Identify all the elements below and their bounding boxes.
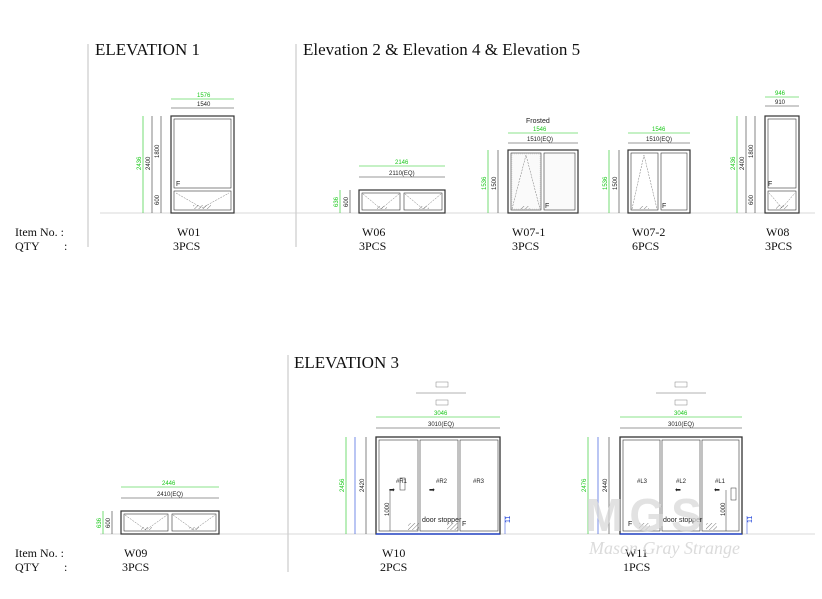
window-w10: 3046 3010(EQ) 2456 2420 #R1 #R2 #R3 ➡ ➡ … <box>340 381 512 574</box>
item-number: W10 <box>382 546 405 560</box>
fixed-mark: F <box>662 203 666 210</box>
dim-width-inner: 2110(EQ) <box>389 171 415 177</box>
dim-height-outer: 2456 <box>340 478 346 492</box>
dim-width-outer: 946 <box>775 91 786 97</box>
qty-colon: : <box>64 560 67 574</box>
panel-tag: #R2 <box>436 479 448 485</box>
window-w01: 1576 1540 2436 2400 1800 600 F W01 3PCS <box>137 93 235 253</box>
door-stopper-label: door stopper <box>663 517 703 524</box>
slide-arrow-icon: ⬅ <box>675 487 681 494</box>
heading-elevation-1: ELEVATION 1 <box>95 40 200 59</box>
dim-height-total: 2400 <box>740 156 746 170</box>
watermark-logo: MGS <box>585 489 708 541</box>
dim-height-outer: 1536 <box>482 176 488 190</box>
fixed-mark: F <box>545 203 549 210</box>
watermark-name: Mason Gray Strange <box>588 538 740 558</box>
item-number: W01 <box>177 225 200 239</box>
dim-height-top: 1800 <box>749 144 755 158</box>
dim-width-outer: 2146 <box>395 160 409 166</box>
dim-width-outer: 1546 <box>652 127 666 133</box>
window-w09: 2446 2410(EQ) 636 600 W09 3PCS <box>97 481 220 574</box>
item-number: W08 <box>766 225 789 239</box>
dim-height-inner: 2440 <box>603 478 609 492</box>
window-w11: 3046 3010(EQ) 2476 2440 #L3 #L2 #L1 ⬅ ⬅ … <box>582 381 754 574</box>
dim-height-inner: 600 <box>106 517 112 528</box>
item-qty: 3PCS <box>173 239 200 253</box>
dim-width-outer: 3046 <box>434 411 448 417</box>
dim-gap: 11 <box>747 516 754 523</box>
dim-height-inner: 1500 <box>492 176 498 190</box>
window-w06: 2146 2110(EQ) 636 600 W06 3PCS <box>334 160 446 253</box>
dim-width-inner: 910 <box>775 100 786 106</box>
qty-label: QTY <box>15 560 40 574</box>
dim-height-outer: 636 <box>97 517 103 528</box>
item-qty: 3PCS <box>359 239 386 253</box>
watermark: MGS Mason Gray Strange <box>585 489 740 558</box>
item-no-label: Item No. : <box>15 546 64 560</box>
window-w07-2: 1546 1510(EQ) 1536 1500 F W07-2 6PCS <box>603 127 691 253</box>
panel-tag: #R3 <box>473 479 485 485</box>
fixed-mark: F <box>768 181 772 188</box>
frosted-note: Frosted <box>526 118 550 125</box>
dim-height-outer: 636 <box>334 196 340 207</box>
item-number: W07-1 <box>512 225 545 239</box>
dim-width-inner: 1510(EQ) <box>527 137 553 143</box>
dim-height-top: 1800 <box>155 144 161 158</box>
dim-gap: 11 <box>505 516 512 523</box>
item-number: W07-2 <box>632 225 665 239</box>
slide-arrow-icon: ➡ <box>429 487 435 494</box>
dim-width-outer: 1546 <box>533 127 547 133</box>
panel-tag: #L3 <box>637 479 648 485</box>
item-qty: 3PCS <box>765 239 792 253</box>
dim-width-inner: 2410(EQ) <box>157 492 183 498</box>
dim-width-inner: 1540 <box>197 102 211 108</box>
item-no-label: Item No. : <box>15 225 64 239</box>
panel-tag: #L2 <box>676 479 687 485</box>
fixed-mark: F <box>462 521 466 528</box>
window-w08: 946 910 2436 2400 1800 600 F W08 3PCS <box>731 91 800 253</box>
panel-tag: #R1 <box>396 479 408 485</box>
qty-colon: : <box>64 239 67 253</box>
dim-handle-height: 1000 <box>385 502 391 516</box>
item-number: W11 <box>625 546 648 560</box>
item-qty: 3PCS <box>122 560 149 574</box>
fixed-mark: F <box>176 181 180 188</box>
dim-height-inner: 1500 <box>613 176 619 190</box>
dim-height-bottom: 600 <box>155 194 161 205</box>
heading-elevation-2-4-5: Elevation 2 & Elevation 4 & Elevation 5 <box>303 40 580 59</box>
item-qty: 3PCS <box>512 239 539 253</box>
fixed-mark: F <box>628 521 632 528</box>
dim-height-total: 2400 <box>146 156 152 170</box>
dim-height-inner: 600 <box>344 196 350 207</box>
slide-arrow-icon: ⬅ <box>714 487 720 494</box>
dim-width-outer: 2446 <box>162 481 176 487</box>
item-number: W06 <box>362 225 385 239</box>
dim-width-inner: 3010(EQ) <box>428 422 454 428</box>
item-qty: 6PCS <box>632 239 659 253</box>
qty-label: QTY <box>15 239 40 253</box>
heading-elevation-3: ELEVATION 3 <box>294 353 399 372</box>
door-stopper-label: door stopper <box>422 517 462 524</box>
dim-height-outer: 2436 <box>731 156 737 170</box>
dim-height-outer: 1536 <box>603 176 609 190</box>
dim-height-outer: 2476 <box>582 478 588 492</box>
item-qty: 1PCS <box>623 560 650 574</box>
dim-width-inner: 1510(EQ) <box>646 137 672 143</box>
window-w07-1: Frosted 1546 1510(EQ) 1536 1500 F W07-1 … <box>482 118 579 253</box>
slide-arrow-icon: ➡ <box>389 487 395 494</box>
dim-width-outer: 1576 <box>197 93 211 99</box>
dim-height-inner: 2420 <box>360 478 366 492</box>
item-number: W09 <box>124 546 147 560</box>
dim-handle-height: 1000 <box>721 502 727 516</box>
item-qty: 2PCS <box>380 560 407 574</box>
dim-height-bottom: 600 <box>749 194 755 205</box>
dim-width-outer: 3046 <box>674 411 688 417</box>
dim-width-inner: 3010(EQ) <box>668 422 694 428</box>
panel-tag: #L1 <box>715 479 726 485</box>
dim-height-outer: 2436 <box>137 156 143 170</box>
